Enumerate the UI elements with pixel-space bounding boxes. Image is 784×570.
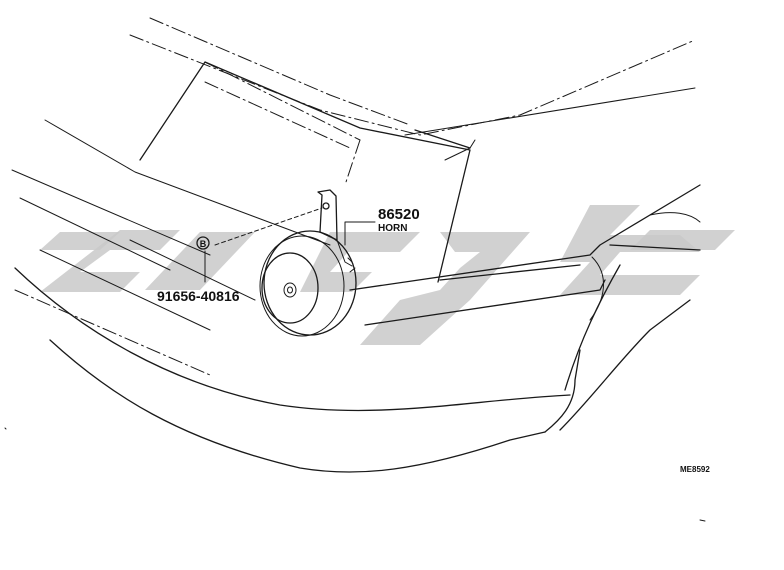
bolt-part-number: 91656-40816 <box>157 288 240 304</box>
watermark-logo <box>40 205 735 345</box>
bolt-symbol: B <box>200 239 207 249</box>
bolt-symbol-circle <box>196 236 210 250</box>
horn-assembly <box>196 189 376 337</box>
vehicle-body-lines <box>4 17 706 522</box>
horn-label: HORN <box>378 223 407 234</box>
horn-part-number: 86520 <box>378 206 420 223</box>
figure-code: ME8592 <box>680 465 710 474</box>
